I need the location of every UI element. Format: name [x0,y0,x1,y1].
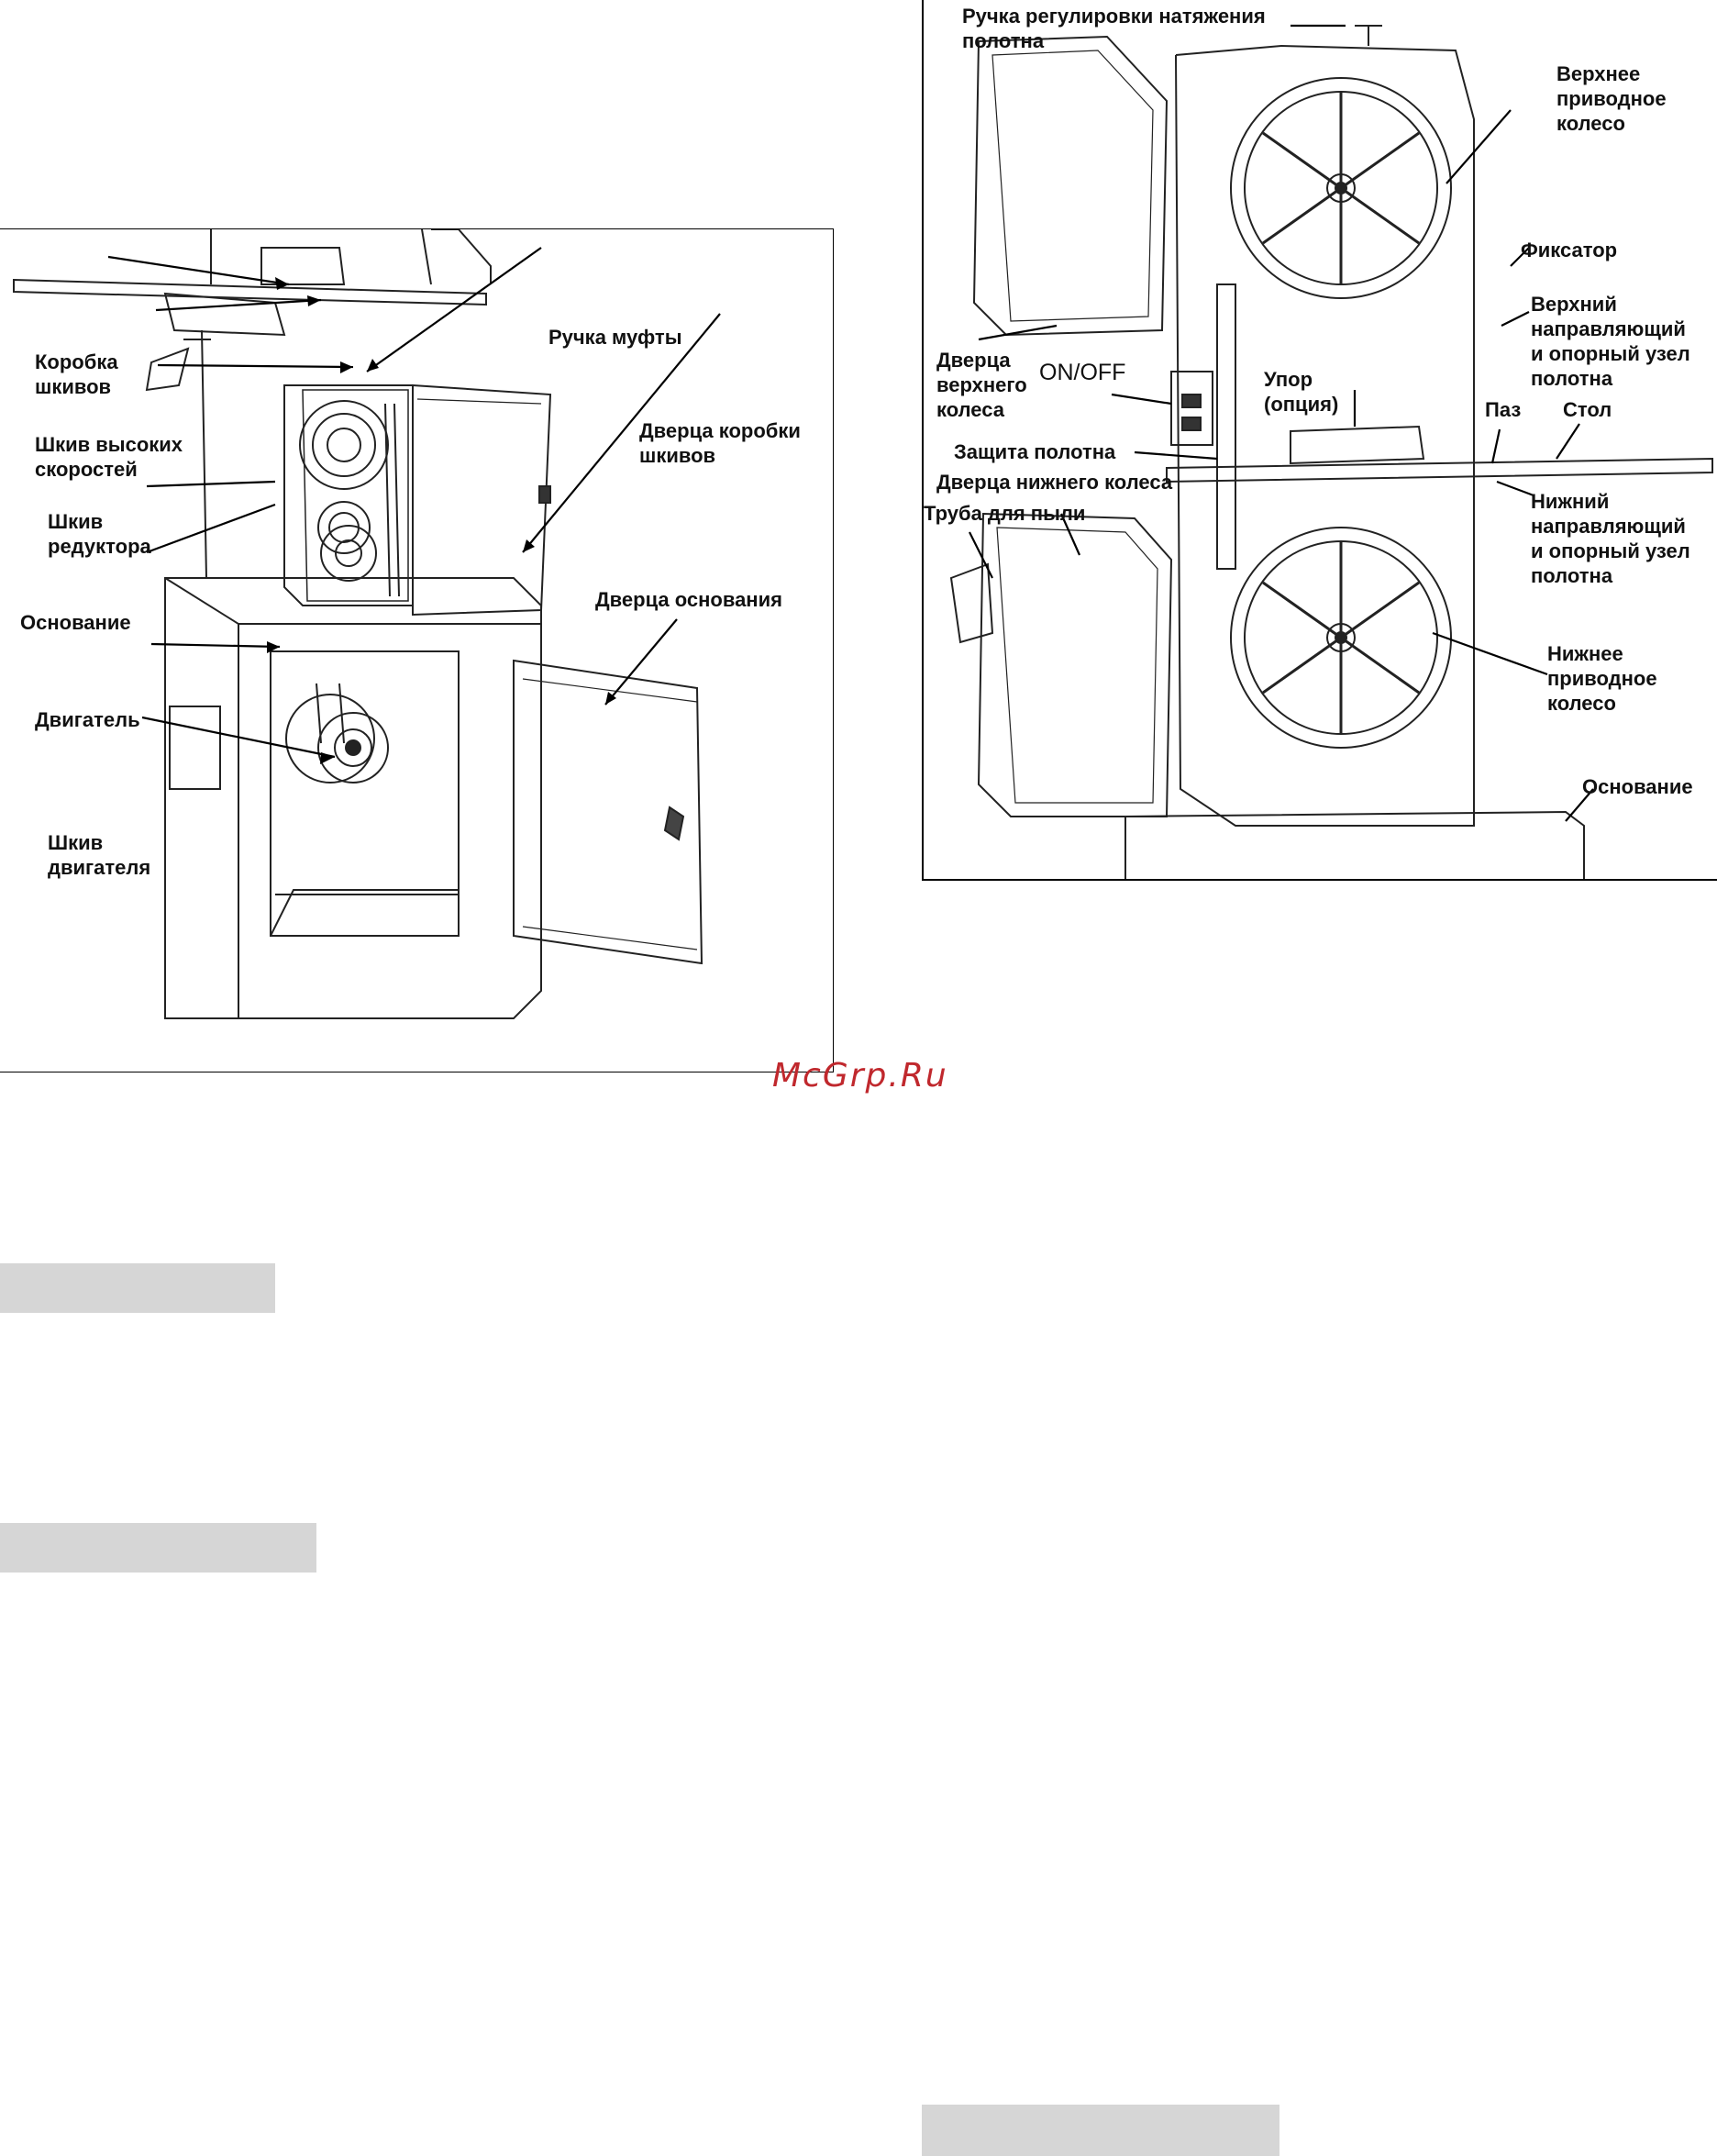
label-lower-door: Дверца нижнего колеса [936,471,1173,494]
label-base: Основание [20,611,131,634]
label-lower-wheel: Нижнее приводное колесо [1547,642,1657,715]
label-reducer-pulley: Шкив редуктора [48,510,151,558]
pulley-box-drawing [13,229,721,1019]
figure-band-saw: Ручка регулировки натяжения полотна Верх… [922,0,1717,881]
watermark: McGrp.Ru [772,1057,948,1095]
label-slot: Паз [1485,398,1522,421]
label-lower-guide: Нижний направляющий и опорный узел полот… [1531,490,1690,587]
label-high-speed-pulley: Шкив высоких скоростей [35,433,183,481]
section-heading-bar [0,1263,275,1313]
label-pulley-box: Коробка шкивов [35,350,118,398]
label-upper-guide: Верхний направляющий и опорный узел поло… [1531,293,1690,390]
label-right-base: Основание [1582,775,1693,798]
label-dust-pipe: Труба для пыли [924,502,1086,525]
section-heading-bar [922,2105,1279,2156]
label-motor: Двигатель [35,708,140,731]
label-pulley-box-door: Дверца коробки шкивов [639,419,801,467]
label-motor-pulley: Шкив двигателя [48,831,151,879]
label-table: Стол [1563,398,1612,421]
label-tension-knob: Ручка регулировки натяжения полотна [962,5,1266,52]
label-on-off: ON/OFF [1039,360,1126,385]
label-lock: Фиксатор [1521,239,1618,261]
label-upper-wheel: Верхнее приводное колесо [1556,62,1667,135]
label-blade-guard: Защита полотна [954,440,1116,463]
figure-pulley-box: Коробка шкивов Шкив высоких скоростей Шк… [0,228,834,1072]
label-base-door: Дверца основания [595,588,782,611]
section-heading-bar [0,1523,316,1573]
label-upper-door: Дверца верхнего колеса [936,349,1027,421]
label-fence: Упор (опция) [1264,368,1339,416]
label-clutch-handle: Ручка муфты [548,326,682,349]
band-saw-drawing [949,24,1713,879]
